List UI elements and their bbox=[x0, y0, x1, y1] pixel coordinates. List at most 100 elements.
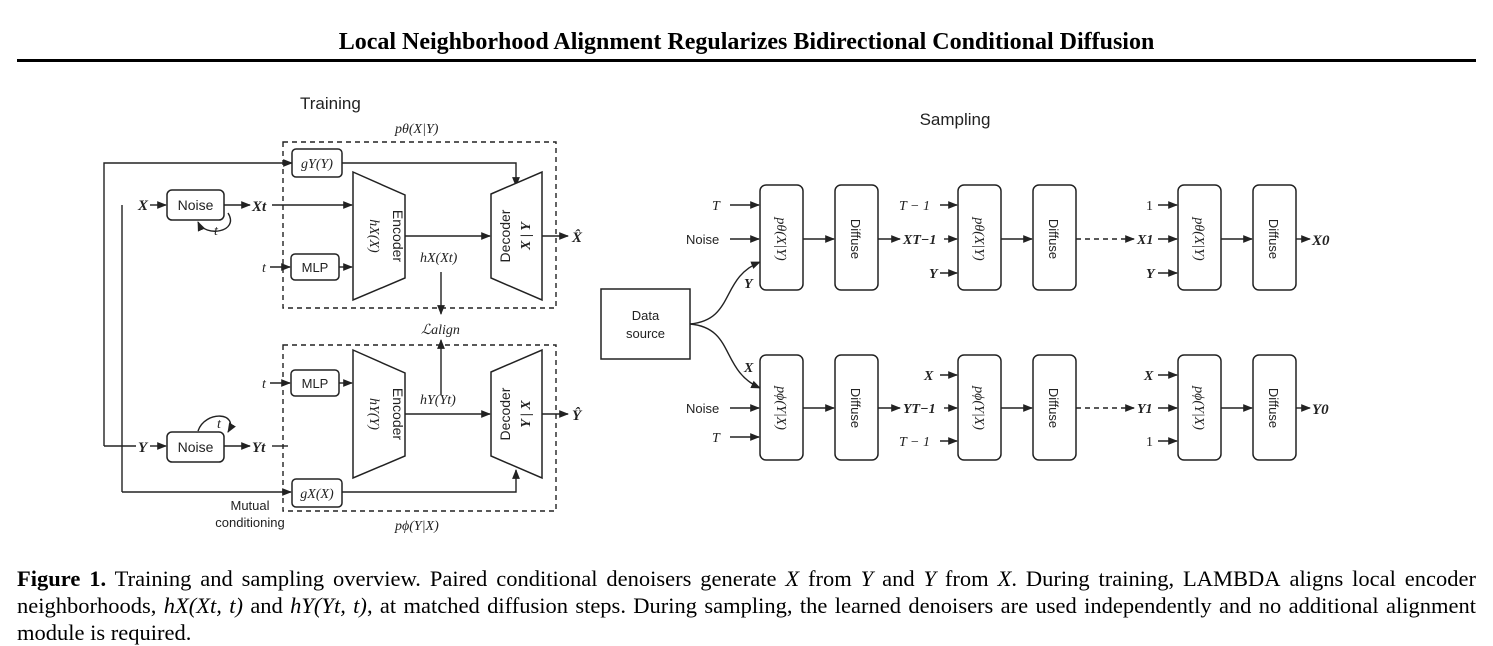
running-title: Local Neighborhood Alignment Regularizes… bbox=[338, 29, 1155, 55]
bottom-group-box bbox=[282, 344, 557, 512]
top-feature: hX(Xt) bbox=[420, 251, 458, 266]
bottom-noise-label: Noise bbox=[178, 439, 214, 455]
s-top-in-5: 1 bbox=[1146, 199, 1153, 214]
top-noise-label: Noise bbox=[178, 197, 214, 213]
bottom-noise-box bbox=[166, 431, 225, 463]
top-t-input: t bbox=[262, 261, 267, 276]
s-bot-denoiser-3-label: pϕ(Y|X) bbox=[1191, 385, 1206, 430]
bottom-decoder-label: Decoder bbox=[497, 387, 513, 440]
s-bot-final: Y0 bbox=[1312, 402, 1329, 418]
top-mlp-label: MLP bbox=[302, 260, 329, 275]
caption-method: LAMBDA bbox=[1183, 566, 1281, 591]
caption-y2: Y bbox=[923, 566, 937, 591]
s-top-in-6: X1 bbox=[1136, 233, 1153, 248]
s-bot-in-7: 1 bbox=[1146, 435, 1153, 450]
s-top-final: X0 bbox=[1311, 233, 1330, 249]
bottom-decoder bbox=[490, 348, 543, 480]
s-bot-in-6: Y1 bbox=[1137, 402, 1153, 417]
sampling-title: Sampling bbox=[920, 110, 991, 129]
bottom-input-y: Y bbox=[138, 440, 149, 456]
top-group-label: pθ(X|Y) bbox=[394, 122, 439, 137]
bottom-group-label: pϕ(Y|X) bbox=[394, 519, 439, 534]
s-top-denoiser-3 bbox=[1177, 184, 1222, 291]
bottom-decoder-cond: Y | X bbox=[519, 400, 534, 428]
s-top-denoiser-2 bbox=[957, 184, 1002, 291]
bottom-encoder bbox=[352, 348, 406, 480]
top-encoder-label: Encoder bbox=[390, 210, 406, 262]
training-title: Training bbox=[300, 94, 361, 113]
top-encoder-fn: hX(X) bbox=[366, 219, 381, 253]
caption-seg1: Training and sampling overview. Paired c… bbox=[106, 566, 786, 591]
s-bot-in-4: T − 1 bbox=[899, 435, 930, 450]
header-rule bbox=[17, 59, 1476, 62]
caption-and2: and bbox=[242, 593, 291, 618]
data-source-label-1: Data bbox=[632, 308, 660, 323]
s-bot-denoiser-1-label: pϕ(Y|X) bbox=[773, 385, 788, 430]
figure-1: Training pθ(X|Y) pϕ(Y|X) X Noise t Xt t … bbox=[103, 94, 1330, 534]
bottom-noise-loop-t: t bbox=[217, 417, 222, 432]
s-bot-in-0: Noise bbox=[686, 401, 719, 416]
s-top-diffuse-2 bbox=[1032, 184, 1077, 291]
top-cross-line bbox=[103, 159, 293, 446]
s-top-in-4: Y bbox=[929, 267, 939, 282]
caption-x2: X bbox=[997, 566, 1012, 591]
bottom-noised-y: Yt bbox=[252, 440, 266, 456]
s-bot-denoiser-2-label: pϕ(Y|X) bbox=[971, 385, 986, 430]
caption-hy: hY(Yt, t) bbox=[290, 593, 367, 618]
s-top-in-2: T − 1 bbox=[899, 199, 930, 214]
s-top-in-0: T bbox=[712, 199, 721, 214]
caption-y1: Y bbox=[860, 566, 874, 591]
data-source-box bbox=[600, 288, 691, 360]
s-top-diffuse-2-label: Diffuse bbox=[1046, 219, 1061, 259]
s-bot-in-5: X bbox=[1143, 369, 1154, 384]
s-bot-diffuse-3-label: Diffuse bbox=[1266, 388, 1281, 428]
align-loss: ℒalign bbox=[421, 323, 460, 338]
bottom-encoder-label: Encoder bbox=[390, 388, 406, 440]
data-source-label-2: source bbox=[626, 326, 665, 341]
caption-from2: from bbox=[936, 566, 998, 591]
top-decoder-cond: X | Y bbox=[519, 221, 534, 251]
bottom-feature: hY(Yt) bbox=[420, 393, 456, 408]
top-output: X̂ bbox=[571, 228, 583, 246]
s-top-denoiser-1-label: pθ(X|Y) bbox=[773, 216, 788, 261]
mutual-label-2: conditioning bbox=[215, 515, 284, 530]
s-top-diffuse-1 bbox=[834, 184, 879, 291]
s-bot-in-2: X bbox=[923, 369, 934, 384]
s-top-in-1: Noise bbox=[686, 232, 719, 247]
top-noise-loop-t: t bbox=[214, 224, 219, 239]
top-decoder bbox=[490, 170, 543, 302]
branch-top-y: Y bbox=[744, 277, 754, 292]
bottom-cond-box bbox=[291, 478, 343, 508]
caption-x1: X bbox=[785, 566, 800, 591]
s-top-diffuse-1-label: Diffuse bbox=[848, 219, 863, 259]
s-top-in-3: XT−1 bbox=[902, 233, 936, 248]
bottom-t-input: t bbox=[262, 377, 267, 392]
branch-bottom-x: X bbox=[743, 361, 754, 376]
s-top-denoiser-1 bbox=[759, 184, 804, 291]
s-top-denoiser-3-label: pθ(X|Y) bbox=[1191, 216, 1206, 261]
caption-and: and bbox=[873, 566, 924, 591]
caption-hx: hX(Xt, t) bbox=[163, 593, 243, 618]
s-top-diffuse-3 bbox=[1252, 184, 1297, 291]
top-group-box bbox=[282, 141, 557, 309]
caption-from1: from bbox=[799, 566, 861, 591]
bottom-cond-label: gX(X) bbox=[300, 487, 334, 502]
s-bot-in-3: YT−1 bbox=[903, 402, 936, 417]
top-input-x: X bbox=[137, 198, 149, 214]
top-decoder-label: Decoder bbox=[497, 209, 513, 262]
top-noised-x: Xt bbox=[251, 199, 267, 215]
s-bot-diffuse-2-label: Diffuse bbox=[1046, 388, 1061, 428]
top-encoder bbox=[352, 170, 406, 302]
s-top-denoiser-2-label: pθ(X|Y) bbox=[971, 216, 986, 261]
caption-label: Figure 1. bbox=[17, 566, 107, 591]
mutual-label-1: Mutual bbox=[230, 498, 269, 513]
s-top-in-7: Y bbox=[1146, 267, 1156, 282]
bottom-mlp-label: MLP bbox=[302, 376, 329, 391]
top-cond-label: gY(Y) bbox=[301, 157, 333, 172]
bottom-encoder-fn: hY(Y) bbox=[366, 398, 381, 430]
s-bot-diffuse-1-label: Diffuse bbox=[848, 388, 863, 428]
caption-seg2: . During training, bbox=[1011, 566, 1184, 591]
s-bot-in-1: T bbox=[712, 431, 721, 446]
caption-seg3: aligns local encoder neighborhoods, bbox=[17, 566, 1476, 618]
bottom-output: Ŷ bbox=[572, 407, 583, 424]
